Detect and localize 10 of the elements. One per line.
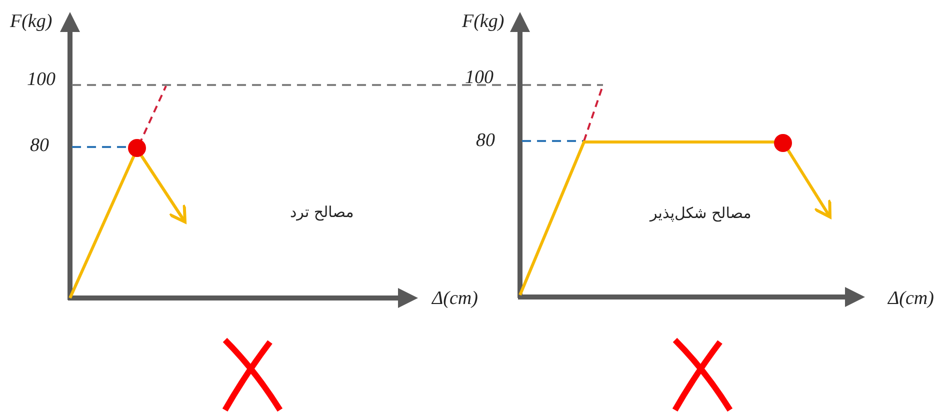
tick-label: 80 [30, 136, 49, 155]
tick-label: 100 [27, 70, 56, 89]
tick-label: 80 [476, 131, 495, 150]
axis-label: F(kg) [10, 12, 52, 31]
tick-label: 100 [465, 68, 494, 87]
chart-caption: مصالح ترد [290, 205, 354, 220]
axis-label: F(kg) [462, 12, 504, 31]
axis-label: Δ(cm) [432, 289, 478, 308]
chart-caption: مصالح شکل‌پذیر [650, 206, 752, 221]
axis-label: Δ(cm) [888, 289, 934, 308]
